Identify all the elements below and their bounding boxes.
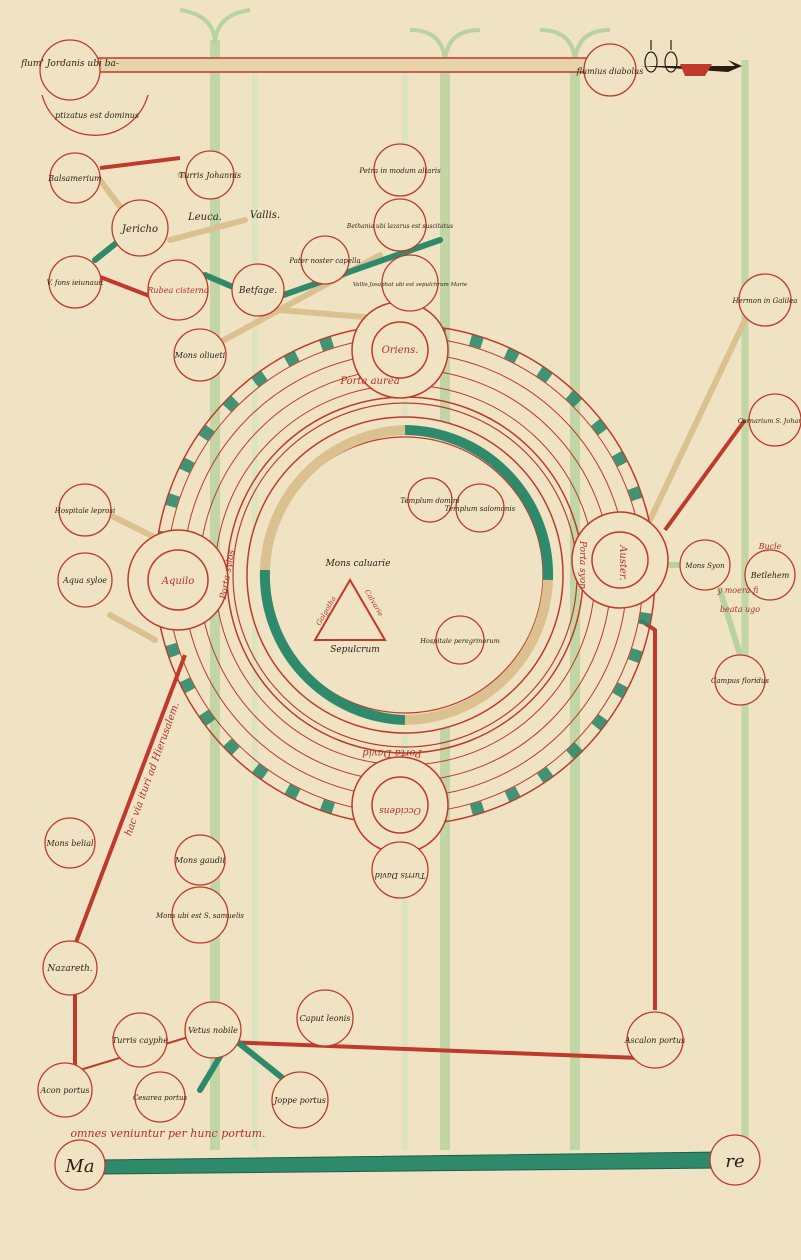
label-mons-syon: Mons Syon bbox=[684, 562, 725, 570]
label-pater-noster: Pater noster capella bbox=[288, 257, 360, 265]
label-mons-belial: Mons belial bbox=[45, 839, 94, 848]
label-occidens: Occidens bbox=[379, 805, 421, 815]
label-hospitale-leprosi: Hospitale leprosi bbox=[54, 507, 115, 515]
label-templum-salomonis: Templum salomonis bbox=[445, 505, 516, 513]
river-jordan bbox=[94, 57, 742, 76]
label-porta-david: Porta David bbox=[362, 747, 423, 758]
label-cesarea: Cesarea portus bbox=[133, 1094, 188, 1102]
sea-band bbox=[99, 1151, 721, 1175]
label-mons-gaudii: Mons gaudii bbox=[174, 856, 226, 865]
label-ascalon: Ascalon portus bbox=[624, 1036, 685, 1045]
label-sepulcrum: Sepulcrum bbox=[330, 645, 380, 655]
label-leuca: Leuca. bbox=[187, 212, 222, 223]
gate-circles bbox=[127, 301, 669, 854]
label-via: hac via ituri ad Hierusalem. bbox=[123, 701, 182, 838]
place-circles bbox=[37, 39, 801, 1191]
label-turris-johannis: Turris Johannis bbox=[179, 171, 241, 180]
label-fons: V. fons ieiunauit bbox=[47, 279, 104, 287]
label-vetus-nobile: Vetus nobile bbox=[188, 1026, 238, 1035]
label-joppe: Joppe portus bbox=[272, 1096, 326, 1105]
label-aquilo: Aquilo bbox=[161, 576, 194, 587]
label-rubea-cisterna: Rubea cisterna bbox=[146, 286, 208, 295]
label-carnarium: Carnarium S. Johannis bbox=[738, 417, 801, 425]
column-capitals bbox=[179, 8, 611, 66]
label-porta-aurea: Porta aurea bbox=[339, 376, 399, 387]
label-river-right: flumius diabolus bbox=[576, 67, 644, 76]
label-mons-oliueti: Mons oliueti bbox=[174, 351, 226, 360]
label-josaphat: Vallis Josaphat ubi est sepulchrum Marie bbox=[353, 282, 468, 288]
label-river-left-arc: ptizatus est dominus bbox=[55, 111, 139, 120]
label-turris-cayphe: Turris cayphe bbox=[112, 1036, 168, 1045]
label-river-left: flum' Jordanis ubi ba- bbox=[20, 59, 119, 69]
label-jericho: Jericho bbox=[120, 224, 158, 235]
inner-city bbox=[246, 416, 564, 734]
label-mare: Ma bbox=[64, 1156, 94, 1177]
label-nazareth: Nazareth. bbox=[46, 964, 92, 974]
label-betlehem: Betlehem bbox=[750, 571, 790, 580]
calvary-triangle bbox=[313, 578, 387, 641]
label-porta-syon: Porta syon bbox=[577, 540, 587, 589]
label-mons-calvarie: Mons caluarie bbox=[325, 559, 391, 569]
label-hospitale-peregrinorum: Hospitale peregrinorum bbox=[419, 637, 500, 645]
label-beata: beata ugo bbox=[720, 605, 760, 614]
label-oriens: Oriens. bbox=[382, 345, 419, 356]
label-caput-leonis: Caput leonis bbox=[300, 1014, 351, 1023]
figures-icon bbox=[644, 40, 678, 73]
label-re: re bbox=[725, 1151, 744, 1172]
label-mons-samuel: Mons ubi est S. samuelis bbox=[155, 912, 244, 920]
label-bethania: Bethania ubi lazarus est suscitatus bbox=[346, 223, 453, 230]
label-bucle: Bucle bbox=[758, 542, 782, 551]
label-aqua-syloe: Aqua syloe bbox=[62, 576, 107, 585]
label-turris-david: Turris David bbox=[375, 871, 426, 880]
label-balsamerium: Balsamerium bbox=[47, 174, 102, 183]
label-moeria: y moera fi bbox=[717, 586, 759, 595]
label-vallis: Vallis. bbox=[250, 210, 280, 221]
label-acon: Acon portus bbox=[39, 1086, 89, 1095]
label-auster: Auster. bbox=[617, 544, 628, 581]
label-betfage: Betfage. bbox=[238, 286, 277, 296]
label-hermon: Hermon in Galilea bbox=[732, 297, 798, 305]
label-petra: Petra in modum altaris bbox=[358, 167, 441, 175]
label-footer: omnes veniuntur per hunc portum. bbox=[70, 1127, 265, 1140]
label-campus-floridus: Campus floridus bbox=[711, 677, 769, 685]
label-templum-domini: Templum domini bbox=[400, 497, 459, 505]
